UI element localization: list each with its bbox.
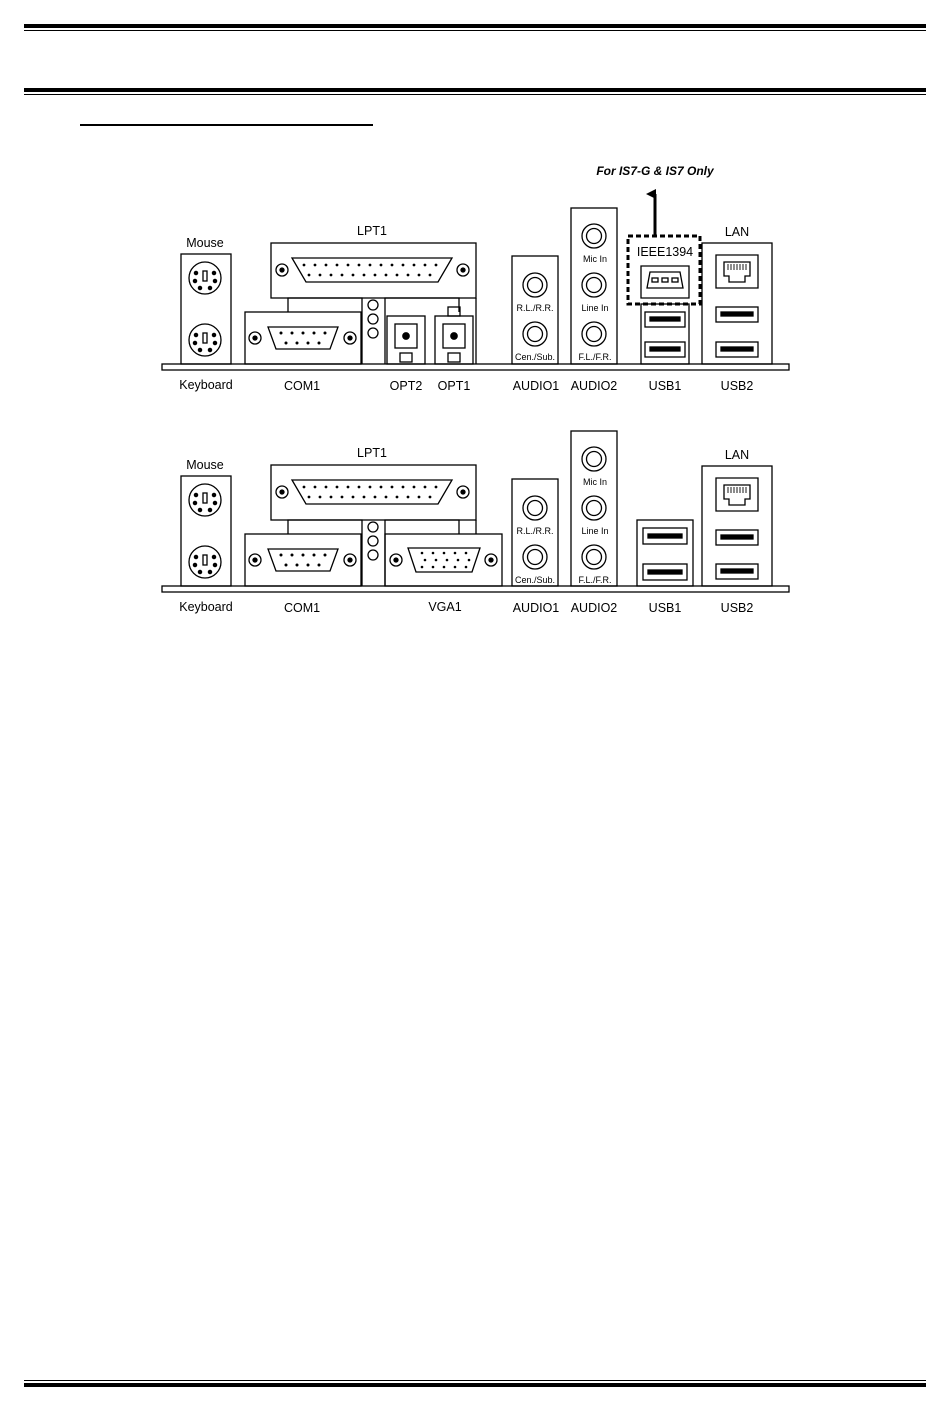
- indicator-led: [368, 550, 378, 560]
- lan-port: [716, 255, 758, 288]
- usb1-label: USB1: [649, 379, 682, 393]
- usb1-port-bottom: [645, 342, 685, 357]
- line-in-label: Line In: [581, 526, 608, 536]
- lpt1-port: [276, 258, 469, 282]
- audio-jack-line-in: [582, 496, 606, 520]
- usb2-port-top: [716, 530, 758, 545]
- ps2-keyboard-port: [189, 546, 221, 578]
- com1-port: [249, 327, 356, 349]
- keyboard-label: Keyboard: [179, 600, 233, 614]
- vga1-port: [390, 548, 497, 572]
- usb1-port-top: [645, 312, 685, 327]
- usb2-port-bottom: [716, 342, 758, 357]
- audio-jack-front: [582, 322, 606, 346]
- panel-base-plate: [162, 586, 789, 592]
- usb1-block: [641, 304, 689, 364]
- ps2-mouse-port: [189, 484, 221, 516]
- com-label: COM1: [284, 601, 320, 615]
- center-sub-jack-label: Cen./Sub.: [515, 575, 555, 585]
- opt1-port: [435, 307, 473, 364]
- lan-label: LAN: [725, 225, 749, 239]
- lpt1-port: [276, 480, 469, 504]
- com-label: COM1: [284, 379, 320, 393]
- usb2-port-top: [716, 307, 758, 322]
- audio-jack-line-in: [582, 273, 606, 297]
- opt2-label: OPT2: [390, 379, 423, 393]
- lpt-label: LPT1: [357, 446, 387, 460]
- mic-in-label: Mic In: [583, 477, 607, 487]
- com1-port: [249, 549, 356, 571]
- ieee1394-label: IEEE1394: [637, 245, 693, 259]
- audio-jack-front: [582, 545, 606, 569]
- audio2-block: [571, 431, 617, 586]
- usb2-label: USB2: [721, 379, 754, 393]
- indicator-led: [368, 522, 378, 532]
- audio1-label: AUDIO1: [513, 379, 560, 393]
- lan-label: LAN: [725, 448, 749, 462]
- lpt-label: LPT1: [357, 224, 387, 238]
- mouse-label: Mouse: [186, 458, 224, 472]
- audio2-label: AUDIO2: [571, 601, 618, 615]
- audio-jack-mic-in: [582, 224, 606, 248]
- usb2-label: USB2: [721, 601, 754, 615]
- audio2-block: [571, 208, 617, 364]
- audio2-label: AUDIO2: [571, 379, 618, 393]
- lan-port: [716, 478, 758, 511]
- mouse-label: Mouse: [186, 236, 224, 250]
- indicator-led: [368, 300, 378, 310]
- vga-label: VGA1: [428, 600, 461, 614]
- line-in-label: Line In: [581, 303, 608, 313]
- rear-jack-label: R.L./R.R.: [516, 303, 553, 313]
- indicator-led: [368, 314, 378, 324]
- indicator-led: [368, 536, 378, 546]
- usb1-port-top: [643, 528, 687, 544]
- indicator-led: [368, 328, 378, 338]
- rear-jack-label: R.L./R.R.: [516, 526, 553, 536]
- mic-in-label: Mic In: [583, 254, 607, 264]
- front-jack-label: F.L./F.R.: [578, 575, 611, 585]
- audio-jack-center-sub: [523, 545, 547, 569]
- keyboard-label: Keyboard: [179, 378, 233, 392]
- audio-jack-rear: [523, 496, 547, 520]
- audio1-label: AUDIO1: [513, 601, 560, 615]
- usb1-block: [637, 520, 693, 586]
- ps2-keyboard-port: [189, 324, 221, 356]
- audio-jack-rear: [523, 273, 547, 297]
- usb1-label: USB1: [649, 601, 682, 615]
- opt1-label: OPT1: [438, 379, 471, 393]
- back-panel-bottom: Mouse Keyboard LPT1: [162, 431, 789, 615]
- ps2-mouse-port: [189, 262, 221, 294]
- ieee1394-port: [641, 266, 689, 298]
- panel-base-plate: [162, 364, 789, 370]
- front-jack-label: F.L./F.R.: [578, 352, 611, 362]
- lan-usb2-block: [702, 466, 772, 586]
- lan-usb2-block: [702, 243, 772, 364]
- usb1-port-bottom: [643, 564, 687, 580]
- audio-jack-center-sub: [523, 322, 547, 346]
- back-panel-top: For IS7-G & IS7 Only Mouse Keyboard LPT1: [162, 164, 789, 393]
- center-sub-jack-label: Cen./Sub.: [515, 352, 555, 362]
- opt2-port: [387, 316, 425, 364]
- optional-note: For IS7-G & IS7 Only: [596, 164, 715, 178]
- usb2-port-bottom: [716, 564, 758, 579]
- audio-jack-mic-in: [582, 447, 606, 471]
